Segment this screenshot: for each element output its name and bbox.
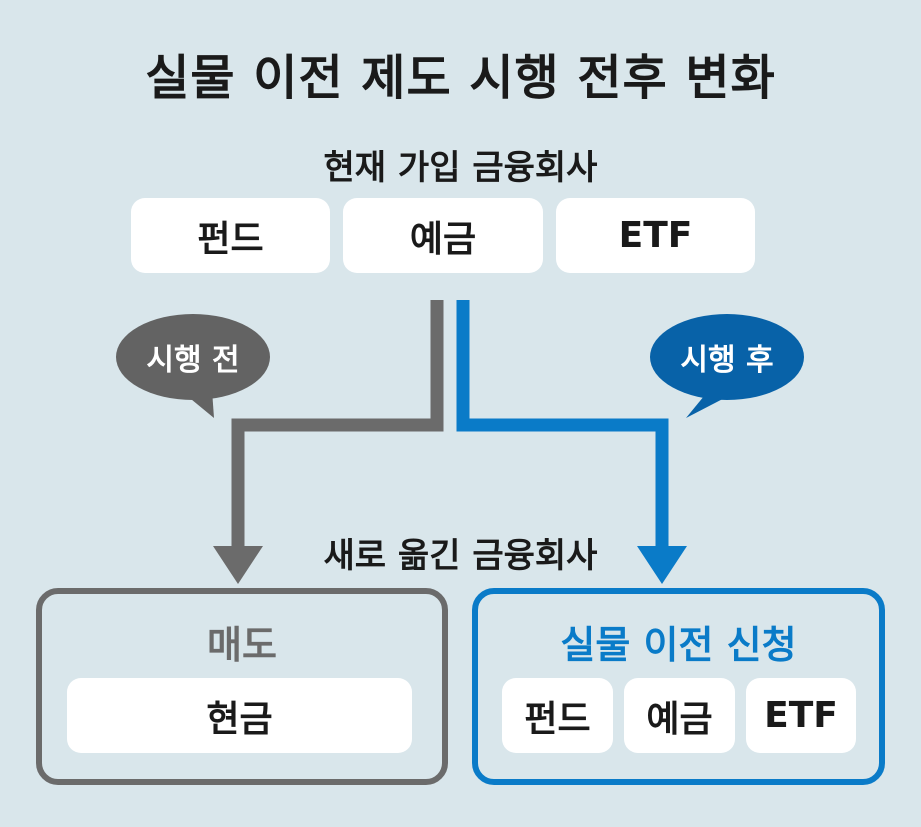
after-item-fund: 펀드 bbox=[502, 678, 613, 753]
after-box-title: 실물 이전 신청 bbox=[560, 623, 797, 667]
before-result-box bbox=[36, 588, 448, 785]
after-result-box bbox=[472, 588, 885, 785]
before-bubble-label: 시행 전 bbox=[146, 343, 240, 378]
after-arrowhead bbox=[637, 546, 687, 584]
after-item-etf: ETF bbox=[746, 678, 856, 753]
current-item-etf: ETF bbox=[556, 198, 755, 273]
after-speech-bubble bbox=[650, 314, 804, 418]
after-bubble-label: 시행 후 bbox=[680, 343, 774, 378]
diagram-title: 실물 이전 제도 시행 전후 변화 bbox=[145, 50, 776, 106]
current-company-label: 현재 가입 금융회사 bbox=[323, 148, 598, 188]
current-item-deposit: 예금 bbox=[343, 198, 543, 273]
new-company-label: 새로 옮긴 금융회사 bbox=[323, 536, 598, 576]
before-box-title: 매도 bbox=[207, 623, 277, 667]
before-item-cash: 현금 bbox=[67, 678, 412, 753]
after-item-deposit: 예금 bbox=[624, 678, 735, 753]
before-arrowhead bbox=[213, 546, 263, 584]
after-connector-line bbox=[456, 300, 669, 548]
before-speech-bubble bbox=[116, 314, 270, 418]
current-item-fund: 펀드 bbox=[131, 198, 330, 273]
before-connector-line bbox=[231, 300, 444, 548]
